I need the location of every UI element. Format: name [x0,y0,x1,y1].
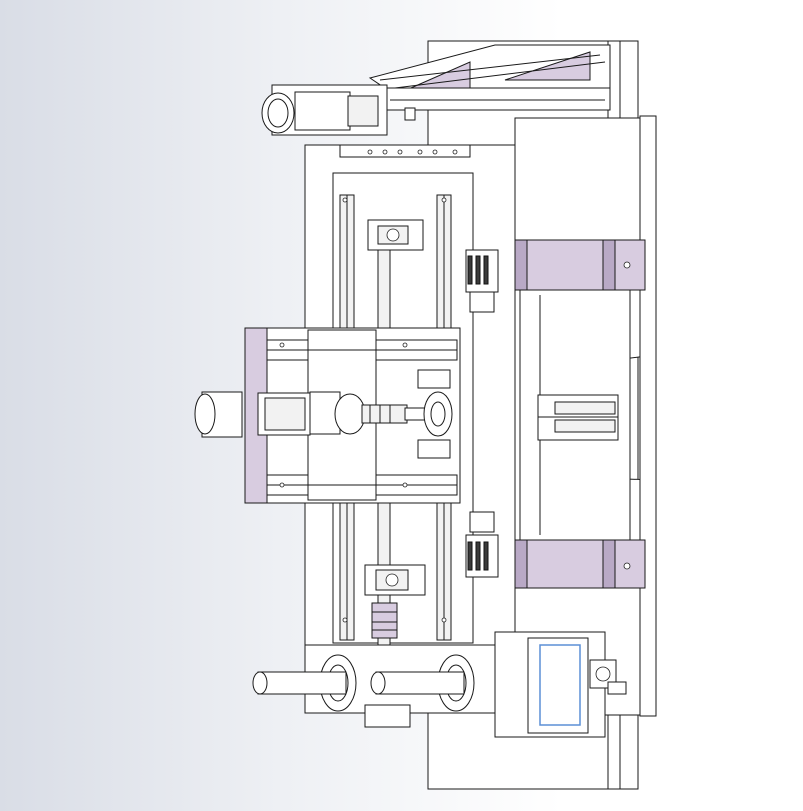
top-servo-motor [261,84,416,136]
lower-clamp-cylinder [465,511,499,578]
right-cylinder-pair [537,394,619,441]
frame-bolts [279,149,458,623]
lower-ball-screw [364,564,426,639]
upper-clamp-cylinder [465,249,499,313]
spindle-coupling [334,369,453,459]
upper-bearing-block [367,219,424,251]
bottom-shafts [252,644,496,728]
top-bracket-truss [368,44,611,111]
left-servo-motor [194,391,341,438]
bottom-right-control-box [494,631,627,738]
